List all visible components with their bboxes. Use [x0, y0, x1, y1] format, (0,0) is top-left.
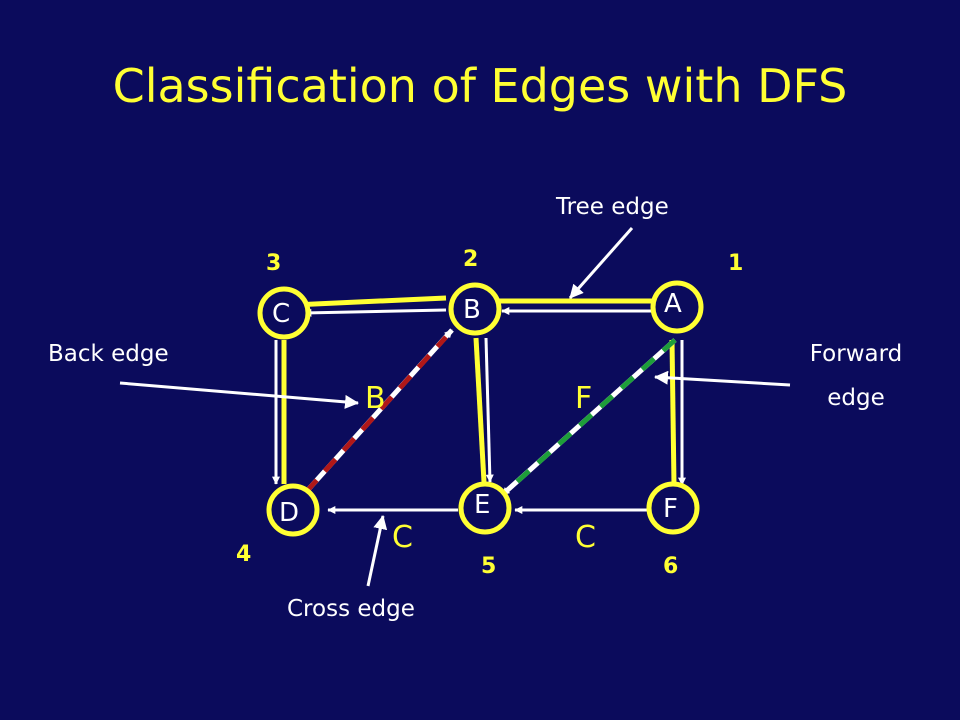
node-c[interactable]: C [257, 286, 311, 340]
tree-edge-pointer [568, 227, 634, 299]
edge-tags: B F C C [365, 381, 596, 555]
edge-a-b [498, 298, 655, 315]
forward-edge-label-line1: Forward [810, 341, 903, 367]
order-a: 1 [728, 251, 743, 276]
forward-edge-pointer [654, 370, 791, 387]
tree-edge-label: Tree edge [555, 194, 669, 220]
forward-edge-label-line2: edge [827, 385, 885, 411]
order-d: 4 [236, 542, 251, 567]
node-a[interactable]: A [650, 280, 704, 334]
cross-edge-pointer [366, 515, 388, 587]
node-b[interactable]: B [448, 282, 502, 336]
order-f: 6 [663, 554, 678, 579]
tag-cross-fe: C [575, 520, 596, 555]
back-edge-pointer [119, 381, 359, 409]
node-d-label: D [279, 498, 299, 528]
callout-arrows [119, 227, 791, 587]
edge-c-d [272, 340, 287, 485]
node-f[interactable]: F [646, 481, 700, 535]
tag-cross-ed: C [392, 520, 413, 555]
node-b-label: B [463, 295, 481, 325]
edges-layer [272, 295, 686, 514]
tag-back: B [365, 381, 386, 416]
edge-d-b-back [304, 328, 454, 494]
order-e: 5 [481, 554, 496, 579]
edge-b-c [292, 295, 447, 317]
node-f-label: F [663, 494, 678, 524]
cross-edge-label: Cross edge [287, 596, 415, 622]
node-a-label: A [664, 289, 682, 319]
node-e-label: E [474, 490, 490, 520]
order-b: 2 [463, 247, 478, 272]
back-edge-label: Back edge [48, 341, 169, 367]
dfs-order-numbers: 1 2 3 4 5 6 [236, 247, 743, 579]
edge-a-e-forward [500, 338, 677, 497]
edge-b-e [473, 337, 494, 483]
callout-labels: Tree edge Back edge Forward edge Cross e… [48, 194, 902, 622]
order-c: 3 [266, 251, 281, 276]
page-title: Classification of Edges with DFS [113, 59, 848, 113]
edge-a-f [669, 339, 686, 486]
node-d[interactable]: D [266, 483, 320, 537]
node-e[interactable]: E [458, 481, 512, 535]
tag-forward: F [575, 381, 592, 416]
node-c-label: C [272, 299, 290, 329]
nodes-layer: C B A D E F [257, 280, 704, 537]
